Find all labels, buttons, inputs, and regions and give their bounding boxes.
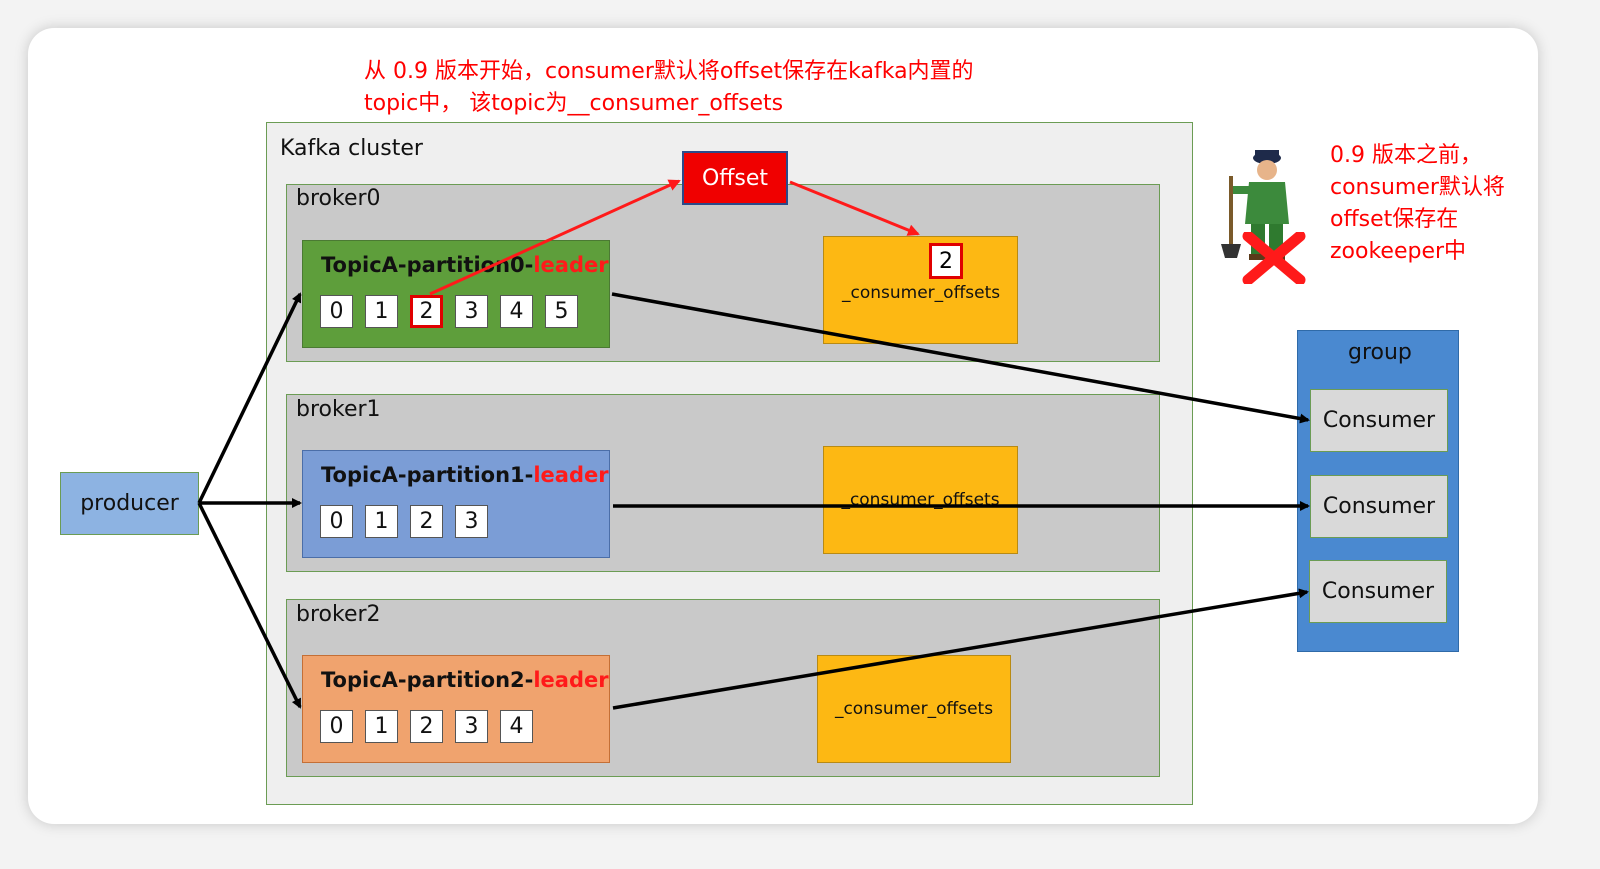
offset-tag: Offset (682, 151, 788, 205)
partition0-cell: 0 (320, 295, 353, 328)
partition2-leader-text: leader (533, 668, 609, 692)
broker2-consumer-offsets: _consumer_offsets (817, 655, 1011, 763)
partition0-cell: 3 (455, 295, 488, 328)
offset-to-consumer-offsets-arrow (789, 180, 920, 236)
partition0-cell: 4 (500, 295, 533, 328)
group-label: group (1348, 340, 1412, 365)
consumer-box: Consumer (1310, 389, 1448, 452)
partition2-cell: 4 (500, 710, 533, 743)
partition2-title: TopicA-partition2-leader (321, 668, 609, 692)
partition1-cell: 1 (365, 505, 398, 538)
partition0-to-consumer-arrow (611, 292, 1310, 424)
consumer-box: Consumer (1309, 560, 1447, 623)
partition0-cell: 1 (365, 295, 398, 328)
partition1-cell: 0 (320, 505, 353, 538)
broker1-label: broker1 (296, 397, 381, 422)
partition2-title-text: TopicA-partition2- (321, 668, 534, 692)
broker2-label: broker2 (296, 602, 381, 627)
broker0-consumer-offsets: _consumer_offsets (823, 236, 1018, 344)
kafka-cluster-label: Kafka cluster (280, 136, 423, 161)
note-right-line: zookeeper中 (1330, 239, 1467, 264)
note-right-line: consumer默认将 (1330, 175, 1505, 200)
note-right-line: offset保存在 (1330, 207, 1459, 232)
partition2-to-consumer-arrow (612, 588, 1309, 710)
partition0-title: TopicA-partition0-leader (321, 253, 609, 277)
broker0-offsets-value: 2 (929, 243, 963, 279)
partition2-cell: 2 (410, 710, 443, 743)
producer-to-partition0-arrow (197, 292, 302, 504)
partition2-cell: 1 (365, 710, 398, 743)
partition0-title-text: TopicA-partition0- (321, 253, 534, 277)
partition1-leader-text: leader (533, 463, 609, 487)
partition1-cell: 3 (455, 505, 488, 538)
partition0-cell-highlighted: 2 (410, 295, 443, 328)
partition1-cell: 2 (410, 505, 443, 538)
note-right-line: 0.9 版本之前， (1330, 143, 1482, 168)
red-x-icon (1242, 232, 1306, 284)
partition0-leader-text: leader (533, 253, 609, 277)
partition0-cell: 5 (545, 295, 578, 328)
note-right: 0.9 版本之前， consumer默认将 offset保存在 zookeepe… (1330, 140, 1505, 268)
partition2-cell: 0 (320, 710, 353, 743)
note-top-line2: topic中， 该topic为__consumer_offsets (364, 91, 784, 116)
consumer-box: Consumer (1310, 475, 1448, 538)
broker0-offsets-label: _consumer_offsets (842, 283, 1001, 303)
partition1-title: TopicA-partition1-leader (321, 463, 609, 487)
broker0-label: broker0 (296, 186, 381, 211)
note-top-line1: 从 0.9 版本开始，consumer默认将offset保存在kafka内置的 (364, 59, 974, 84)
partition1-title-text: TopicA-partition1- (321, 463, 534, 487)
partition0-box: TopicA-partition0-leader 0 1 2 3 4 5 (302, 240, 610, 348)
partition2-box: TopicA-partition2-leader 0 1 2 3 4 (302, 655, 610, 763)
partition-to-offset-arrow (429, 179, 681, 296)
partition1-box: TopicA-partition1-leader 0 1 2 3 (302, 450, 610, 558)
producer-to-partition2-arrow (197, 502, 302, 709)
broker2-offsets-label: _consumer_offsets (834, 699, 994, 719)
partition2-cell: 3 (455, 710, 488, 743)
